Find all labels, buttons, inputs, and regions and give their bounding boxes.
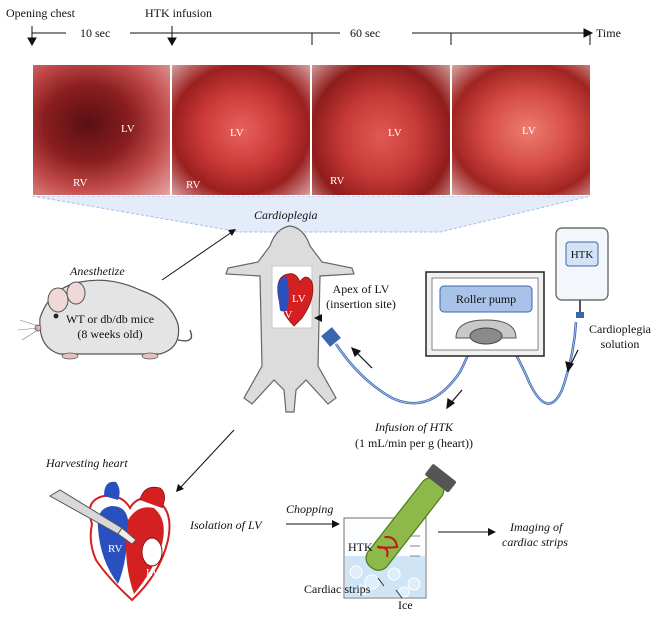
photo-label-lv: LV xyxy=(230,127,244,139)
arrow-to-harvesting xyxy=(179,429,235,489)
arrow-to-harvesting-head xyxy=(176,484,184,492)
timeline-htk-infusion: HTK infusion xyxy=(145,6,212,20)
timeline-opening-chest: Opening chest xyxy=(6,6,75,20)
step-chopping: Chopping xyxy=(286,502,334,516)
imaging-label-line2: cardiac strips xyxy=(502,535,568,549)
step-isolation: Isolation of LV xyxy=(190,518,262,532)
step-anesthetize: Anesthetize xyxy=(70,264,125,278)
mouse-heart-lv: LV xyxy=(292,293,306,305)
arrow-to-imaging-head xyxy=(488,528,496,536)
photo-4: LV xyxy=(451,64,591,196)
cardioplegia-solution-line1: Cardioplegia xyxy=(589,322,651,336)
mice-label-line1: WT or db/db mice xyxy=(65,312,155,326)
opening-chest-arrow xyxy=(27,37,37,47)
timeline-interval-1: 10 sec xyxy=(80,26,111,40)
photo-label-rv: RV xyxy=(73,177,88,189)
cardioplegia-solution-line2: solution xyxy=(600,337,640,351)
roller-pump-device xyxy=(425,271,545,357)
needle-connector xyxy=(321,327,341,347)
ice-pointer xyxy=(395,589,403,599)
timeline-time-label: Time xyxy=(596,26,621,40)
cardiac-strips-label: Cardiac strips xyxy=(304,582,371,596)
photo-label-rv: RV xyxy=(186,179,201,191)
infusion-title: Infusion of HTK xyxy=(374,420,453,434)
htk-bag xyxy=(555,227,609,318)
ice-label: Ice xyxy=(398,598,413,612)
heart-label-lv: LV xyxy=(146,567,160,579)
scalpel xyxy=(49,489,137,545)
imaging-label-line1: Imaging of xyxy=(510,520,563,534)
step-harvesting: Harvesting heart xyxy=(46,456,128,470)
heart-label-rv: RV xyxy=(108,543,123,555)
opened-mouse xyxy=(225,225,355,413)
photo-3: LV RV xyxy=(311,64,451,196)
beaker-htk-label: HTK xyxy=(348,540,373,554)
mice-label-line2: (8 weeks old) xyxy=(77,327,143,341)
roller-pump-label: Roller pump xyxy=(455,292,517,306)
arrow-to-cardioplegia xyxy=(161,231,233,281)
htk-infusion-arrow xyxy=(167,37,177,47)
photo-label-rv: RV xyxy=(330,175,345,187)
timeline-interval-2: 60 sec xyxy=(350,26,381,40)
arrow-to-chopping-head xyxy=(332,520,340,528)
timeline xyxy=(27,26,594,47)
timeline-arrowhead xyxy=(583,28,594,38)
apex-label-line1: Apex of LV xyxy=(332,282,390,296)
mouse-illustration xyxy=(17,279,193,360)
htk-bag-label: HTK xyxy=(570,249,594,261)
photo-label-lv: LV xyxy=(388,127,402,139)
mouse-heart-rv: RV xyxy=(278,309,293,321)
photo-label-lv: LV xyxy=(522,125,536,137)
photo-funnel xyxy=(31,195,591,233)
photo-1: LV RV xyxy=(32,64,171,196)
step-cardioplegia: Cardioplegia xyxy=(254,208,318,222)
apex-pointer-arrow xyxy=(314,314,322,322)
test-tube xyxy=(365,464,456,571)
photo-label-lv: LV xyxy=(121,123,135,135)
infusion-rate: (1 mL/min per g (heart)) xyxy=(355,436,473,450)
photo-2: LV RV xyxy=(171,64,311,196)
strips-pointer xyxy=(377,577,385,587)
apex-label-line2: (insertion site) xyxy=(326,297,396,311)
arrow-to-cardioplegia-head xyxy=(228,229,236,236)
